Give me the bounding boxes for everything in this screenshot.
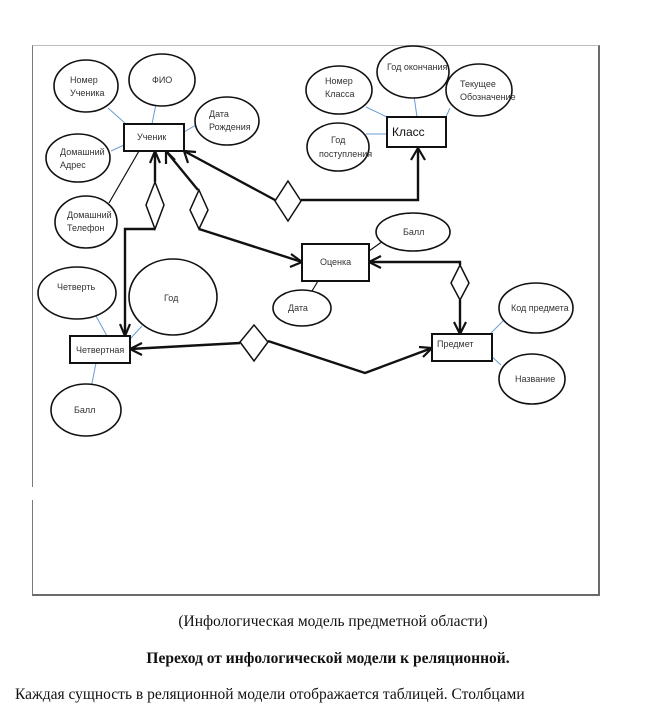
svg-text:Год окончания: Год окончания <box>387 62 448 72</box>
svg-text:Рождения: Рождения <box>209 122 251 132</box>
svg-text:Ученик: Ученик <box>137 132 166 142</box>
svg-text:Четвертная: Четвертная <box>76 345 124 355</box>
svg-text:Год: Год <box>164 293 179 303</box>
svg-text:Домашний: Домашний <box>60 147 105 157</box>
attribute-domashniy-telefon[interactable]: Домашний Телефон <box>54 195 118 249</box>
svg-text:Номер: Номер <box>325 76 353 86</box>
svg-text:Код предмета: Код предмета <box>511 303 569 313</box>
svg-text:Класса: Класса <box>325 89 355 99</box>
attribute-otsenka-data[interactable]: Дата <box>272 289 332 327</box>
svg-text:Балл: Балл <box>74 405 95 415</box>
attribute-tekushchee-oboznachenie[interactable]: Текущее Обозначение <box>445 63 516 117</box>
attribute-domashniy-adres[interactable]: Домашний Адрес <box>45 133 111 183</box>
svg-text:Дата: Дата <box>209 109 229 119</box>
entity-otsenka[interactable]: Оценка <box>301 243 370 282</box>
svg-text:Домашний: Домашний <box>67 210 112 220</box>
attribute-nomer-uchenika[interactable]: Номер Ученика <box>53 59 119 113</box>
svg-text:Дата: Дата <box>288 303 308 313</box>
svg-text:Название: Название <box>515 374 555 384</box>
svg-text:Номер: Номер <box>70 75 98 85</box>
er-diagram: Номер Ученика ФИО Дата Рождения Домашний… <box>37 45 574 437</box>
svg-text:Год: Год <box>331 135 346 145</box>
svg-text:Телефон: Телефон <box>67 223 104 233</box>
attribute-god[interactable]: Год <box>128 258 218 336</box>
svg-text:Адрес: Адрес <box>60 160 86 170</box>
svg-text:Ученика: Ученика <box>70 88 105 98</box>
svg-text:Четверть: Четверть <box>57 282 95 292</box>
figure-caption: (Инфологическая модель предметной област… <box>178 613 488 630</box>
relationship-uchenik-otsenka[interactable] <box>189 188 209 231</box>
attribute-chetvert[interactable]: Четверть <box>37 266 117 320</box>
relationship-chetvertnaya-predmet[interactable] <box>239 323 269 363</box>
svg-text:Текущее: Текущее <box>460 79 496 89</box>
attribute-data-rozhdeniya[interactable]: Дата Рождения <box>194 96 260 146</box>
entity-chetvertnaya[interactable]: Четвертная <box>69 335 131 364</box>
relationship-diamonds <box>145 179 470 363</box>
svg-text:Оценка: Оценка <box>320 257 351 267</box>
svg-text:Предмет: Предмет <box>437 339 474 349</box>
svg-text:ФИО: ФИО <box>152 75 172 85</box>
attribute-links <box>89 95 505 394</box>
attribute-god-postupleniya[interactable]: Год поступления <box>306 122 372 172</box>
relationship-klass-uchenik[interactable] <box>274 179 302 223</box>
body-paragraph: Каждая сущность в реляционной модели ото… <box>15 686 525 703</box>
attribute-kod-predmeta[interactable]: Код предмета <box>498 282 574 334</box>
svg-text:поступления: поступления <box>319 149 372 159</box>
relationship-predmet-otsenka[interactable] <box>450 263 470 302</box>
relationship-uchenik-chetvertnaya[interactable] <box>145 179 165 232</box>
section-heading: Переход от инфологической модели к реляц… <box>146 650 510 667</box>
entity-klass[interactable]: Класс <box>386 116 447 148</box>
attribute-chetvertnaya-ball[interactable]: Балл <box>50 383 122 437</box>
attribute-nomer-klassa[interactable]: Номер Класса <box>305 65 373 115</box>
attribute-nazvanie[interactable]: Название <box>498 353 566 405</box>
entity-uchenik[interactable]: Ученик <box>123 123 185 152</box>
svg-text:Обозначение: Обозначение <box>460 92 516 102</box>
svg-text:Балл: Балл <box>403 227 424 237</box>
attribute-fio[interactable]: ФИО <box>128 53 196 107</box>
diagram-frame <box>32 45 600 596</box>
svg-text:Класс: Класс <box>392 125 425 139</box>
attribute-god-okonchaniya[interactable]: Год окончания <box>376 45 450 99</box>
attribute-otsenka-ball[interactable]: Балл <box>375 212 451 252</box>
entity-predmet[interactable]: Предмет <box>431 333 493 362</box>
